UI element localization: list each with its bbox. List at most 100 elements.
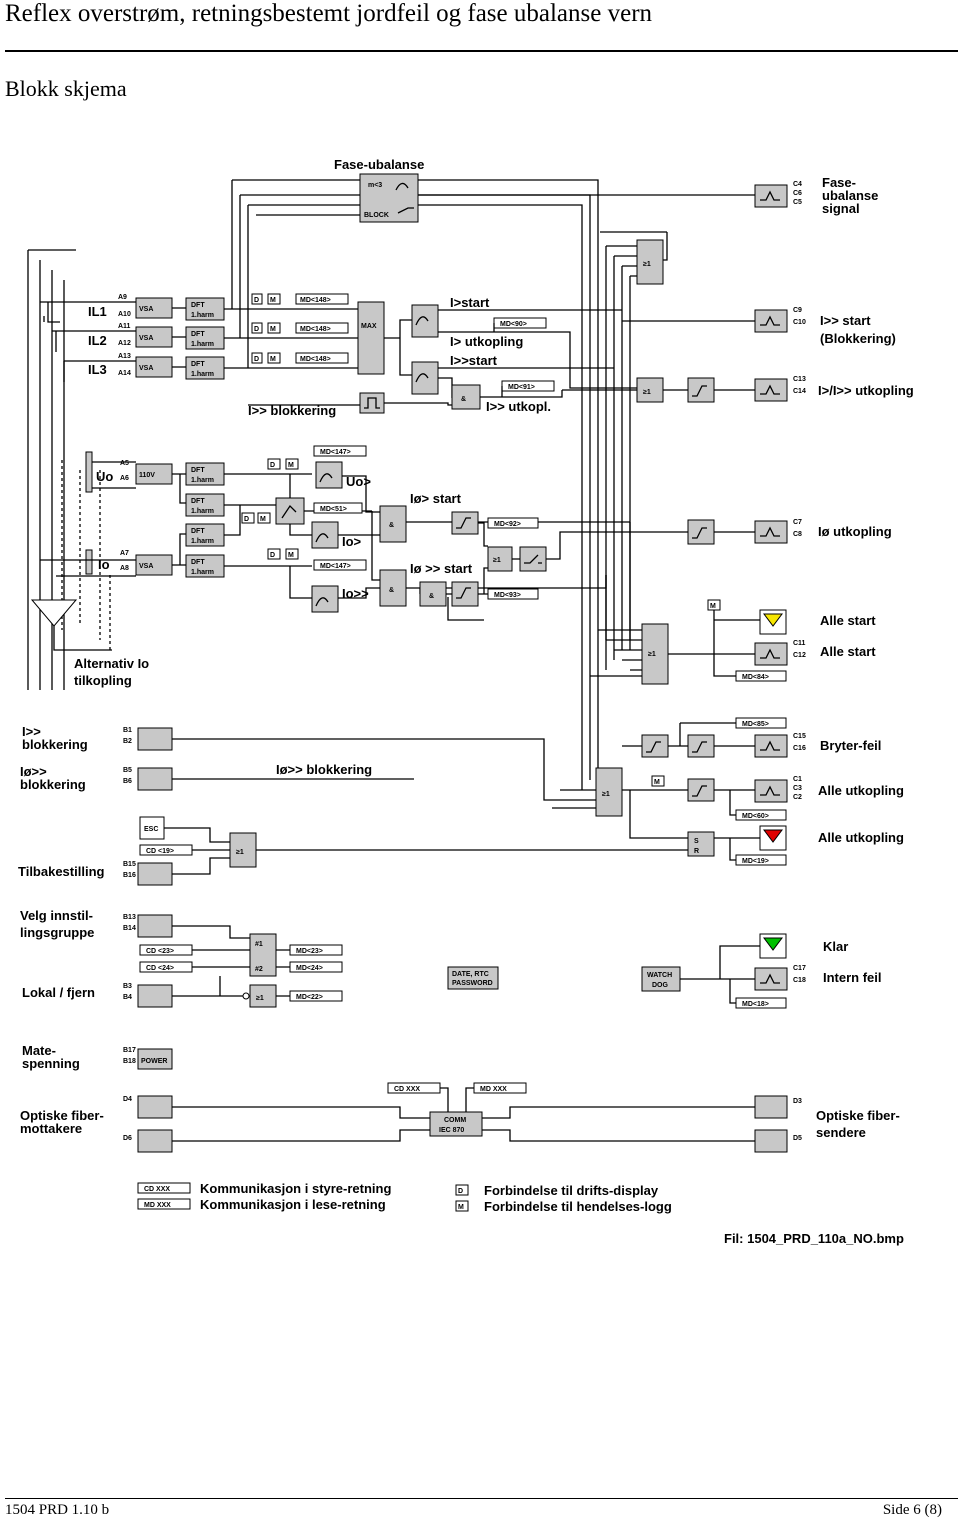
svg-text:DFT: DFT [191,361,205,368]
svg-text:DFT: DFT [191,467,205,474]
svg-text:MD<51>: MD<51> [320,506,347,513]
ioo-blokk-in-line2: blokkering [20,777,86,792]
delay-io-out [687,519,715,545]
svg-text:&: & [429,593,434,600]
svg-text:D5: D5 [793,1135,802,1142]
direction-block [275,497,305,525]
svg-text:&: & [389,587,394,594]
setting-group-block [249,933,277,977]
iii-start-blokk-line1: I>> start [820,313,871,328]
svg-text:C18: C18 [793,977,806,984]
opto-sender-2 [754,1129,788,1153]
pulse-block [359,392,385,414]
svg-text:C16: C16 [793,745,806,752]
phase-il2: IL2 [88,333,107,348]
io-gtgt-label: Io>> [342,586,369,601]
svg-text:VSA: VSA [139,365,153,372]
svg-text:MD<84>: MD<84> [742,674,769,681]
svg-text:MD<148>: MD<148> [300,326,331,333]
or-gate-alle-start [641,623,669,685]
svg-text:≥1: ≥1 [602,791,610,798]
svg-text:M: M [710,603,716,610]
opto-input-b1 [137,727,173,751]
svg-text:C1: C1 [793,776,802,783]
svg-text:A11: A11 [118,323,131,330]
svg-text:CD <23>: CD <23> [146,948,174,955]
m3-label: m<3 [368,182,382,189]
watch-dog-block [641,966,681,992]
delay-bf-2 [687,734,715,758]
fase-ubalanse-signal-line3: signal [822,201,860,216]
svg-text:VSA: VSA [139,306,153,313]
svg-text:VSA: VSA [139,335,153,342]
relay-alle-utkopling [754,779,788,803]
svg-text:D: D [254,356,259,363]
svg-text:MD<91>: MD<91> [508,384,535,391]
svg-text:≥1: ≥1 [643,261,651,268]
svg-text:≥1: ≥1 [236,849,244,856]
svg-text:B2: B2 [123,738,132,745]
relay-i-ii-utkopling [754,378,788,402]
fase-ubalanse-block [359,173,419,223]
dm-il3: D M MD<148> [251,352,349,364]
fase-ubalanse-label: Fase-ubalanse [334,157,424,172]
svg-text:MD<22>: MD<22> [296,994,323,1001]
dm-angle: D M [241,512,271,524]
opto-sender-1 [754,1095,788,1119]
svg-text:PASSWORD: PASSWORD [452,980,493,987]
svg-text:MD<148>: MD<148> [300,356,331,363]
and-gate-ioo-2 [419,581,447,607]
svg-text:MD<18>: MD<18> [742,1001,769,1008]
svg-text:CD <19>: CD <19> [146,848,174,855]
alle-utkopling-1: Alle utkopling [818,783,904,798]
vsa-io: VSA [135,554,173,576]
svg-text:D: D [270,552,275,559]
svg-text:B15: B15 [123,861,136,868]
svg-text:D3: D3 [793,1098,802,1105]
svg-text:DOG: DOG [652,982,669,989]
fase-ubalanse-signal-line2: ubalanse [822,188,878,203]
and-gate-iii [451,384,481,410]
svg-text:MD XXX: MD XXX [144,1202,171,1209]
vsa-il3: VSA [135,356,173,378]
svg-text:MD<93>: MD<93> [494,592,521,599]
svg-text:B4: B4 [123,994,132,1001]
dm-uo: D M [267,458,299,470]
svg-text:≥1: ≥1 [643,389,651,396]
svg-text:B18: B18 [123,1058,136,1065]
svg-text:A13: A13 [118,353,131,360]
io-input-label: Io [98,557,110,572]
relay-intern-feil [754,967,788,991]
opt-mottakere-line2: mottakere [20,1121,82,1136]
i-gtgt-block [411,361,439,395]
bryter-feil-label: Bryter-feil [820,738,881,753]
yellow-led-icon [763,613,783,627]
legend-cd-tag [137,1182,191,1194]
page-title: Reflex overstrøm, retningsbestemt jordfe… [5,0,653,27]
phase-il3: IL3 [88,362,107,377]
svg-text:D: D [458,1188,463,1195]
svg-text:≥1: ≥1 [648,651,656,658]
svg-text:B6: B6 [123,778,132,785]
svg-text:DFT: DFT [191,528,205,535]
svg-text:MD<147>: MD<147> [320,449,351,456]
svg-text:B14: B14 [123,925,136,932]
svg-text:MD<60>: MD<60> [742,813,769,820]
block-label: BLOCK [364,212,389,219]
relay-iii-start [754,309,788,333]
ioo-start-label: Iø >> start [410,561,473,576]
i-ii-utkopling-label: I>/I>> utkopling [818,383,914,398]
svg-text:B16: B16 [123,872,136,879]
svg-text:MD XXX: MD XXX [480,1086,507,1093]
and-gate-ioo [379,569,407,607]
svg-text:C10: C10 [793,319,806,326]
svg-text:VSA: VSA [139,563,153,570]
title-rule [5,50,958,52]
svg-text:C2: C2 [793,794,802,801]
velg-line1: Velg innstil- [20,908,93,923]
